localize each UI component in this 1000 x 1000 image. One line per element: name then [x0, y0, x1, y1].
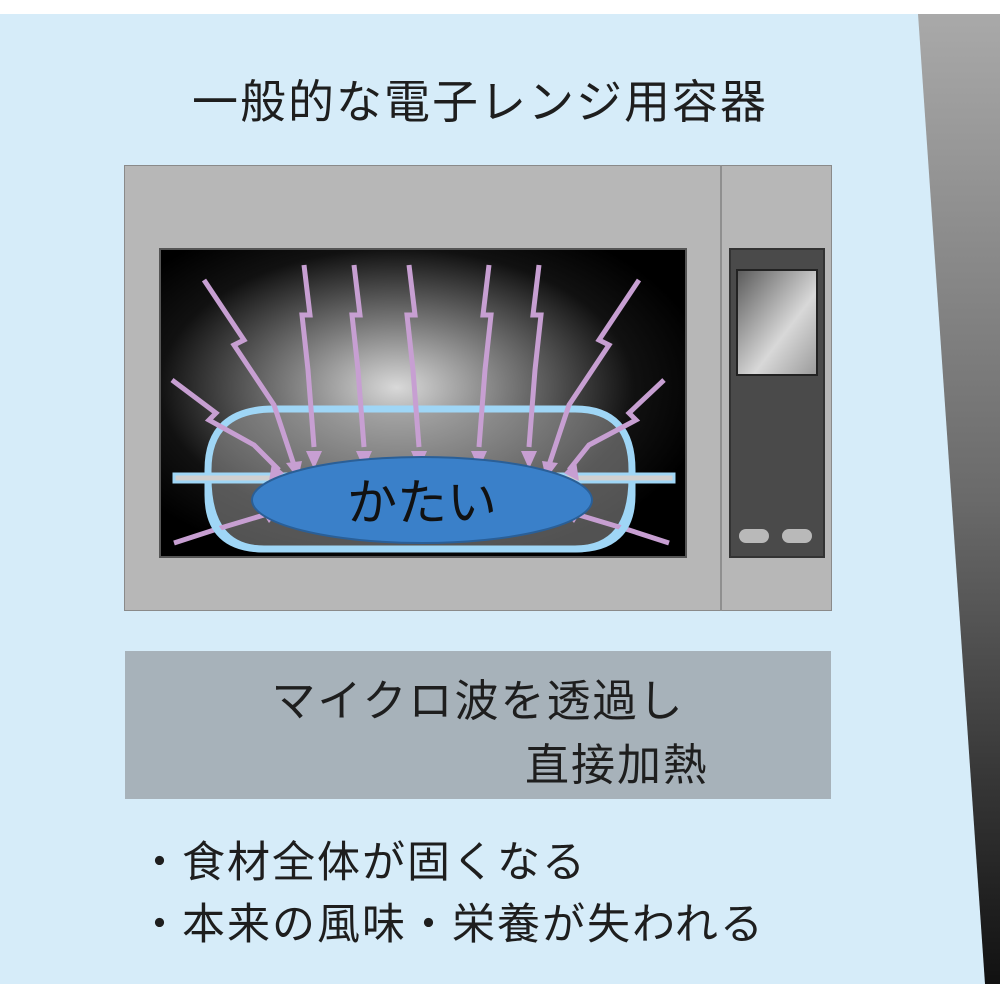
- caption-box: マイクロ波を透過し 直接加熱: [125, 651, 831, 799]
- microwave-wave-arrows: [170, 264, 670, 546]
- page-title: 一般的な電子レンジ用容器: [192, 75, 768, 129]
- bullet-text: 本来の風味・栄養が失われる: [182, 900, 765, 950]
- effects-list: ・食材全体が固くなる ・本来の風味・栄養が失われる: [138, 832, 765, 956]
- bullet-text: 食材全体が固くなる: [182, 838, 587, 888]
- control-panel: [729, 248, 825, 558]
- food-hardness-label: かたい: [347, 474, 497, 532]
- control-button-right: [782, 529, 812, 543]
- food-item: [251, 456, 593, 544]
- display-screen: [736, 269, 818, 376]
- bullet-dot: ・: [138, 838, 183, 888]
- list-item: ・食材全体が固くなる: [138, 832, 765, 894]
- caption-line-1: マイクロ波を透過し: [271, 676, 685, 727]
- control-button-left: [739, 529, 769, 543]
- microwave-illustration: かたい: [124, 165, 832, 611]
- bullet-dot: ・: [138, 900, 183, 950]
- container-front: [204, 483, 636, 553]
- dark-side-strip: [918, 14, 1000, 984]
- caption-line-2: 直接加熱: [525, 740, 709, 791]
- list-item: ・本来の風味・栄養が失われる: [138, 894, 765, 956]
- illustration-panel: 一般的な電子レンジ用容器: [0, 14, 1000, 984]
